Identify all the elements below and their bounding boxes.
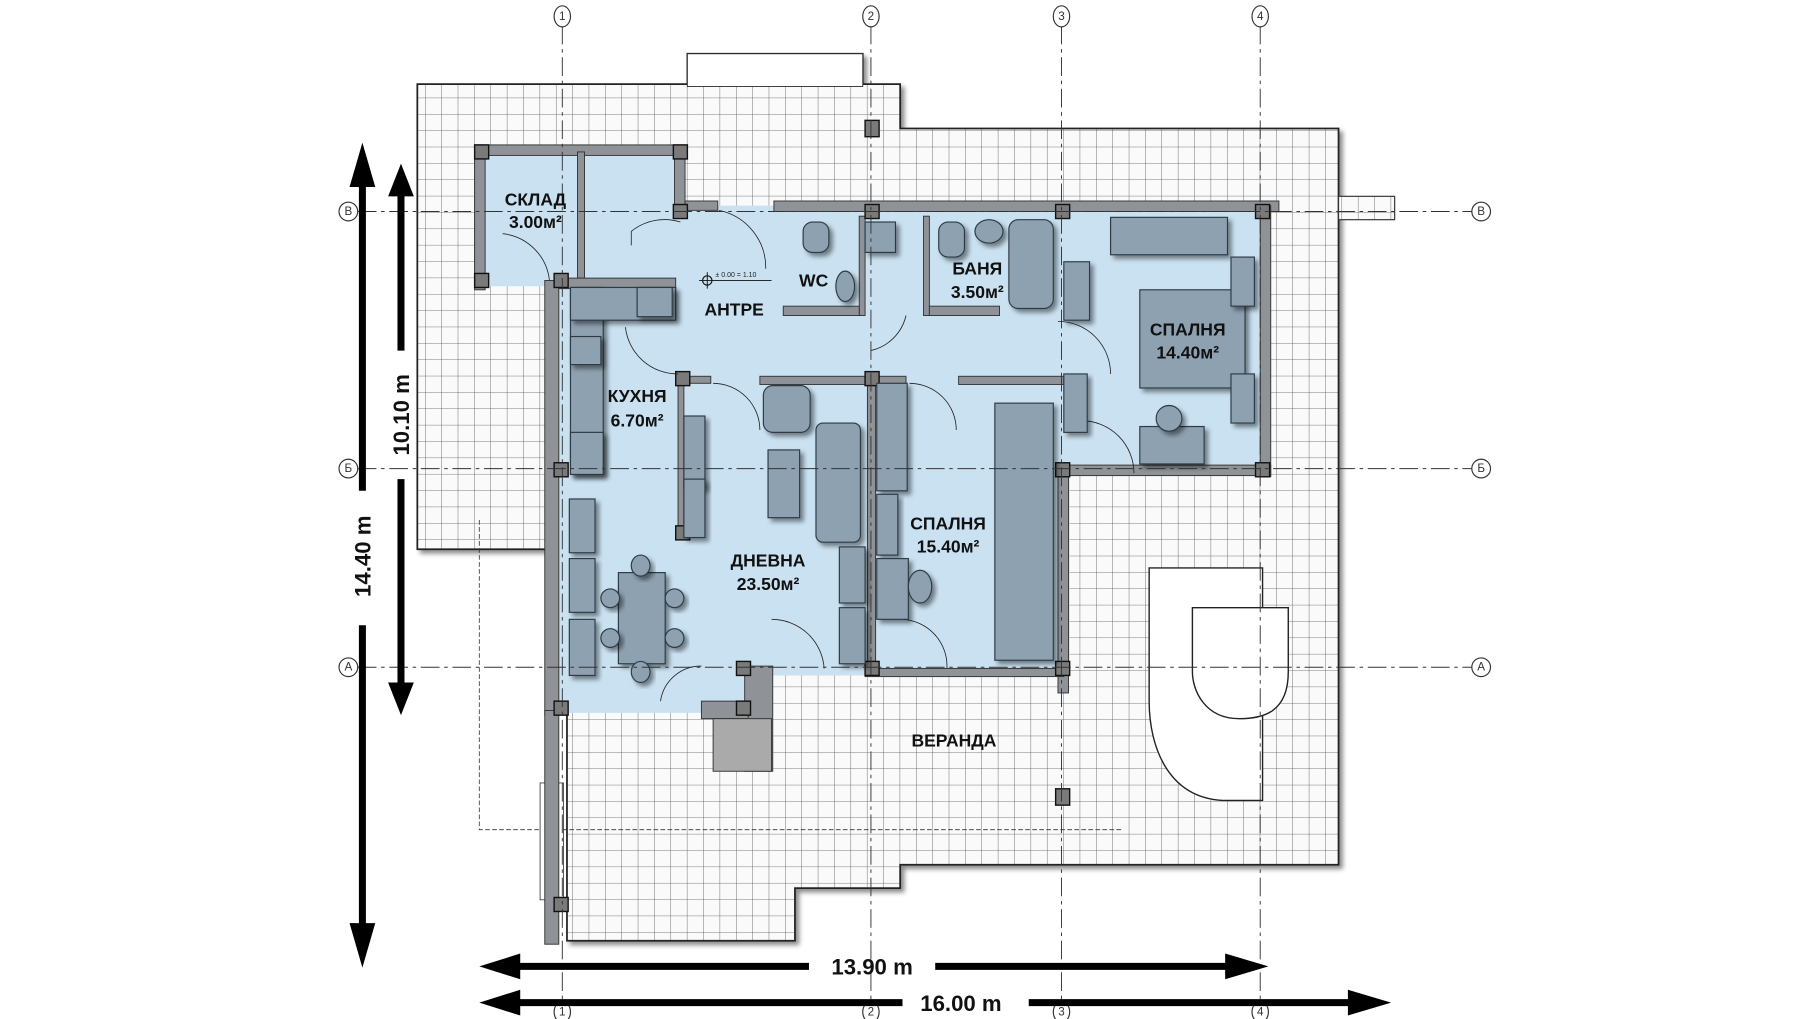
- axis-label: Б: [1477, 462, 1485, 475]
- level-mark-text: ± 0.00 = 1.10: [715, 272, 756, 279]
- room-name-bedroom-1: СПАЛНЯ: [1150, 319, 1226, 339]
- room-name-living: ДНЕВНА: [731, 551, 806, 571]
- axis-label: 4: [1257, 1005, 1264, 1018]
- wc-sink-icon: [835, 270, 856, 303]
- bed-2: [1139, 289, 1246, 389]
- axis-label: 2: [868, 10, 875, 23]
- room-name-kitchen: КУХНЯ: [608, 386, 667, 406]
- wardrobe: [876, 382, 908, 492]
- axis-label: Б: [345, 462, 353, 475]
- dimension-label: 14.40 m: [351, 516, 376, 597]
- desk: [876, 557, 909, 620]
- axis-label: 4: [1257, 10, 1264, 23]
- room-name-bedroom-2: СПАЛНЯ: [910, 513, 986, 533]
- bathroom-sink-icon: [974, 219, 1004, 244]
- level-mark: ± 0.00 = 1.10: [699, 272, 772, 289]
- walls: [474, 144, 1280, 945]
- dimension-depth-total: 14.40 m: [349, 142, 376, 968]
- room-name-hallway: АНТРЕ: [704, 300, 763, 320]
- axis-label: А: [344, 661, 352, 674]
- room-area-bathroom: 3.50м²: [951, 282, 1004, 302]
- axis-label: В: [1477, 205, 1485, 218]
- axis-label: 1: [559, 1005, 566, 1018]
- room-area-storage: 3.00м²: [509, 212, 562, 232]
- bed: [994, 402, 1054, 661]
- room-name-veranda: ВЕРАНДА: [911, 731, 996, 751]
- dimension-width-inner: 13.90 m: [479, 953, 1269, 980]
- sink-icon: [569, 335, 602, 366]
- hot-tub: [1148, 567, 1289, 802]
- toilet-icon: [802, 221, 830, 253]
- room-area-bedroom-2: 15.40м²: [917, 537, 980, 557]
- dimension-label: 10.10 m: [389, 374, 414, 455]
- bathroom-toilet-icon: [938, 221, 966, 258]
- axis-label: 1: [559, 10, 566, 23]
- washing-machine-icon: [864, 221, 897, 253]
- axis-markers-horizontal: В Б А В Б А: [338, 201, 1492, 678]
- dimension-depth-inner: 10.10 m: [388, 163, 414, 716]
- room-area-living: 23.50м²: [737, 574, 800, 594]
- desk-2: [1139, 425, 1205, 465]
- axis-label: А: [1477, 661, 1485, 674]
- axis-label: 3: [1058, 1005, 1065, 1018]
- dimension-label: 13.90 m: [831, 955, 912, 980]
- room-name-wc: WC: [799, 270, 829, 290]
- dining-table: [617, 572, 666, 665]
- coffee-table: [767, 449, 801, 519]
- wardrobe-2: [1109, 216, 1229, 256]
- dimension-label: 16.00 m: [920, 991, 1001, 1016]
- axis-label: 2: [868, 1005, 875, 1018]
- room-area-bedroom-1: 14.40м²: [1156, 343, 1219, 363]
- bathtub-icon: [1008, 219, 1054, 310]
- dimension-width-total: 16.00 m: [479, 989, 1392, 1016]
- axis-label: 3: [1058, 10, 1065, 23]
- furniture: [568, 216, 1255, 684]
- axis-label: В: [344, 205, 352, 218]
- room-area-kitchen: 6.70м²: [611, 411, 664, 431]
- stove-icon: [636, 286, 673, 318]
- room-name-bathroom: БАНЯ: [952, 259, 1002, 279]
- room-name-storage: СКЛАД: [505, 190, 567, 210]
- armchair: [762, 385, 811, 433]
- sofa: [815, 422, 861, 543]
- room-labels: СКЛАД 3.00м² WC АНТРЕ БАНЯ 3.50м² СПАЛНЯ…: [505, 190, 1226, 751]
- columns: [473, 119, 1271, 913]
- doors: [502, 209, 1135, 702]
